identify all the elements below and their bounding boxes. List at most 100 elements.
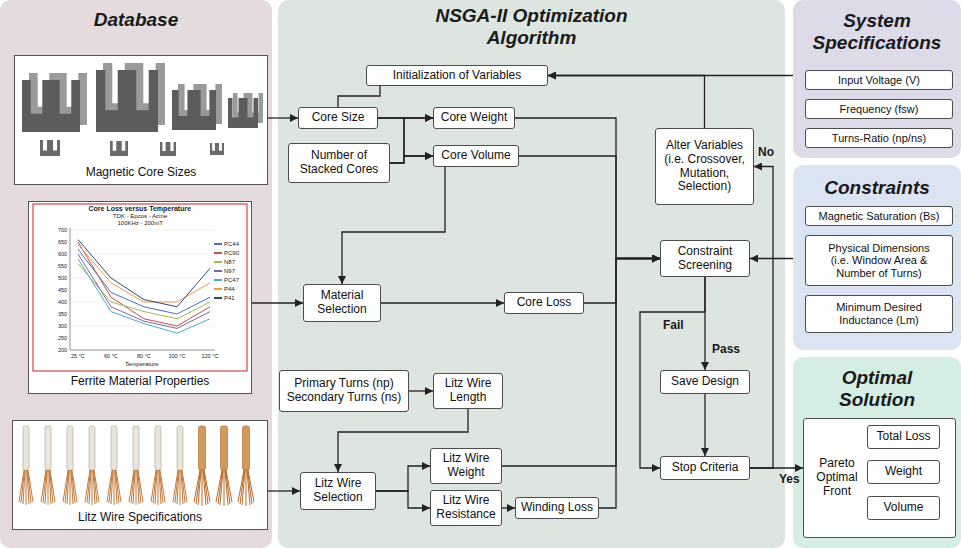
label-text: 650	[58, 239, 67, 245]
solution-panel: Optimal SolutionPareto Optimal FrontTota…	[793, 357, 961, 548]
constraint-box: Magnetic Saturation (Bs)	[805, 206, 953, 226]
spec-panel: System SpecificationsInput Voltage (V)Fr…	[793, 0, 961, 158]
node-text: Core Size	[312, 111, 365, 125]
chart-box: Ferrite Material Properties	[28, 201, 252, 394]
legend-swatch	[214, 252, 222, 254]
label-text: 350	[58, 311, 67, 317]
image-box: Magnetic Core Sizes	[14, 55, 268, 185]
image-ground	[28, 201, 252, 394]
edge-label: Pass	[711, 343, 741, 357]
label-text: 100 °C	[169, 353, 186, 359]
label-text: 300	[58, 323, 67, 329]
axis-tick: 200	[58, 347, 67, 353]
core-shape	[160, 142, 176, 156]
axis-title: Temperature	[125, 361, 159, 368]
axis-tick: 350	[58, 311, 67, 317]
panel-title: Optimal Solution	[822, 367, 932, 411]
panel-title: Constraints	[802, 177, 952, 199]
label-text: 500	[58, 275, 67, 281]
legend-text: PC90	[224, 250, 239, 257]
flow-arrow	[704, 394, 705, 456]
node-text: Frequency (fsw)	[840, 103, 919, 116]
legend-entry: N87	[224, 259, 235, 266]
label-text: Core Loss versus Temperature	[89, 205, 192, 213]
chart-title: TDK - Epcos - Acme	[113, 213, 167, 220]
legend-text: P41	[224, 295, 235, 302]
core-shape	[40, 140, 60, 156]
flow-arrow	[750, 467, 803, 468]
process-box: Initialization of Variables	[366, 65, 548, 86]
legend-entry: N97	[224, 268, 235, 275]
flow-arrow	[268, 490, 300, 491]
image-ground	[12, 420, 268, 530]
edge-label: No	[757, 146, 775, 160]
legend-swatch	[214, 270, 222, 272]
litz-wire	[216, 426, 232, 506]
process-box: Primary Turns (np)Secondary Turns (ns)	[279, 370, 409, 412]
node-text: Litz Wire Selection	[305, 477, 371, 505]
chart-curve	[78, 240, 210, 307]
chart-title: Core Loss versus Temperature	[89, 205, 192, 213]
axis-tick: 650	[58, 239, 67, 245]
edge-label: Fail	[662, 319, 685, 333]
panel-title: Database	[36, 9, 236, 31]
core-shape	[96, 70, 158, 132]
legend-swatch	[214, 288, 222, 290]
chart-frame	[33, 204, 247, 371]
node-text: Physical Dimensions (i.e. Window Area & …	[820, 242, 938, 280]
process-box: Litz Wire Length	[433, 373, 503, 409]
label-text: 700	[58, 227, 67, 233]
node-text: Pareto Optimal Front	[809, 457, 865, 498]
label-text: 550	[58, 263, 67, 269]
axis-tick: 400	[58, 299, 67, 305]
result-box: Weight	[867, 460, 940, 484]
node-text: Material Selection	[308, 289, 376, 317]
node-text: Core Weight	[441, 111, 507, 125]
legend-text: N97	[224, 268, 235, 275]
label-text: 25 °C	[71, 353, 85, 359]
node-text: Volume	[883, 501, 923, 515]
label-text: 400	[58, 299, 67, 305]
node-text: Number of Stacked Cores	[293, 149, 385, 177]
label-text: 450	[58, 287, 67, 293]
legend-text: P44	[224, 286, 235, 293]
label-text: 250	[58, 335, 67, 341]
litz-wire	[173, 426, 187, 505]
panel-title: NSGA-II Optimization Algorithm	[432, 5, 632, 49]
axis-tick: 700	[58, 227, 67, 233]
node-text: Minimum Desired Inductance (Lm)	[816, 301, 942, 326]
litz-wire	[63, 426, 77, 505]
image-ground	[14, 55, 268, 185]
node-text: Initialization of Variables	[393, 69, 522, 83]
legend-entry: P41	[224, 295, 235, 302]
axis-tick: 600	[58, 251, 67, 257]
result-box: Volume	[867, 496, 940, 520]
database-panel: DatabaseMagnetic Core SizesFerrite Mater…	[0, 0, 272, 548]
node-text: Weight	[885, 465, 922, 479]
core-shape	[110, 141, 128, 156]
node-text: Litz Wire Length	[438, 377, 498, 405]
node-text: Litz Wire Weight	[435, 452, 497, 480]
legend-text: N87	[224, 259, 235, 266]
process-box: Core Volume	[433, 145, 519, 167]
node-text: Alter Variables (i.e. Crossover, Mutatio…	[660, 139, 749, 194]
process-box: Material Selection	[303, 284, 381, 322]
edge-label-text: No	[758, 146, 774, 160]
litz-wire	[41, 426, 55, 505]
node-text: Primary Turns (np)	[294, 377, 393, 391]
image-box: Litz Wire Specifications	[12, 420, 268, 530]
node-text: Litz Wire Resistance	[435, 494, 497, 522]
flow-arrow	[750, 258, 793, 259]
core-shape	[210, 143, 224, 155]
process-box: Core Weight	[433, 107, 515, 129]
litz-wire	[151, 426, 165, 505]
label-text: 200	[58, 347, 67, 353]
node-text: Secondary Turns (ns)	[287, 391, 402, 405]
litz-wire	[194, 426, 210, 506]
legend-swatch	[214, 261, 222, 263]
legend-text: PC47	[224, 277, 239, 284]
node-text: Constraint Screening	[665, 245, 745, 273]
label-text: 60 °C	[104, 353, 118, 359]
edge-label-text: Pass	[712, 343, 740, 357]
